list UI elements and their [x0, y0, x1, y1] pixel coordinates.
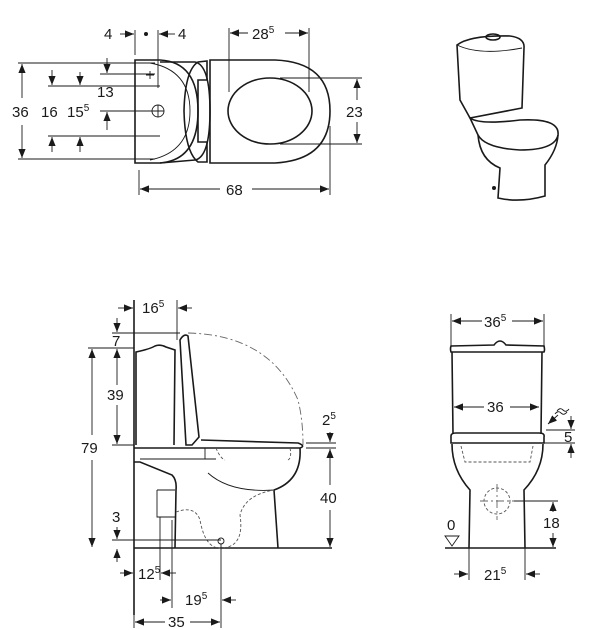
dim-left-offset: 4 — [104, 26, 112, 43]
dim-outlet-offset: 195 — [185, 591, 208, 609]
dim-floor-level: 0 — [447, 517, 455, 534]
side-view: 165 7 39 79 3 25 40 125 — [81, 299, 337, 630]
dim-tank-height: 39 — [107, 387, 124, 404]
dim-seat-thickness: 25 — [322, 411, 336, 429]
top-view: 4 4 285 36 16 155 13 23 68 — [12, 25, 363, 199]
dim-seat-opening-length: 285 — [252, 25, 275, 43]
tank-inner-line — [149, 62, 191, 161]
dim-base-width: 215 — [484, 566, 507, 584]
bowl-front-view — [451, 443, 544, 549]
seat-side — [134, 439, 304, 449]
dim-outlet-from-wall: 35 — [168, 614, 185, 630]
dim-inlet-offset: 125 — [138, 565, 161, 583]
seat-opening — [227, 77, 313, 145]
perspective-view — [456, 33, 559, 201]
seat-outer — [209, 59, 331, 164]
center-dot — [144, 32, 148, 36]
dim-lid-width: 365 — [484, 313, 507, 331]
bowl-front — [273, 447, 301, 549]
seat-perspective — [467, 115, 559, 151]
dim-outlet-height: 3 — [112, 509, 120, 526]
dim-total-height: 79 — [81, 440, 98, 457]
bowl-rim-top — [159, 61, 211, 164]
dim-seat-height: 40 — [320, 490, 337, 507]
dim-total-depth: 68 — [226, 182, 243, 199]
dim-total-width: 36 — [12, 104, 29, 121]
dim-right-offset: 4 — [178, 26, 186, 43]
dim-lid-overhang: 7 — [112, 333, 120, 350]
bowl-back — [134, 461, 177, 549]
tank-lid-front — [449, 340, 546, 353]
water-inlet-icon — [554, 408, 570, 415]
dim-fixing-15-5: 155 — [67, 103, 90, 121]
lid-swing-arc — [187, 332, 304, 446]
hinge-area — [183, 60, 208, 163]
tank-front — [451, 351, 543, 435]
outlet-center — [217, 537, 225, 545]
dim-water-inlet: 5 — [564, 429, 572, 446]
dim-fixing-13: 13 — [97, 84, 114, 101]
tank-perspective — [456, 35, 525, 119]
floor-level-triangle-icon — [444, 535, 460, 547]
seat-front — [450, 432, 545, 444]
dim-outlet-center: 18 — [543, 515, 560, 532]
dim-seat-opening-width: 23 — [346, 104, 363, 121]
front-view: 365 36 5 18 0 215 — [444, 313, 575, 584]
dim-tank-width: 36 — [487, 399, 504, 416]
tank-side — [135, 344, 176, 446]
dim-tank-depth: 165 — [142, 299, 165, 317]
center-marks — [146, 71, 164, 117]
dim-fixing-16: 16 — [41, 104, 58, 121]
seat-lid-raised — [179, 334, 200, 446]
